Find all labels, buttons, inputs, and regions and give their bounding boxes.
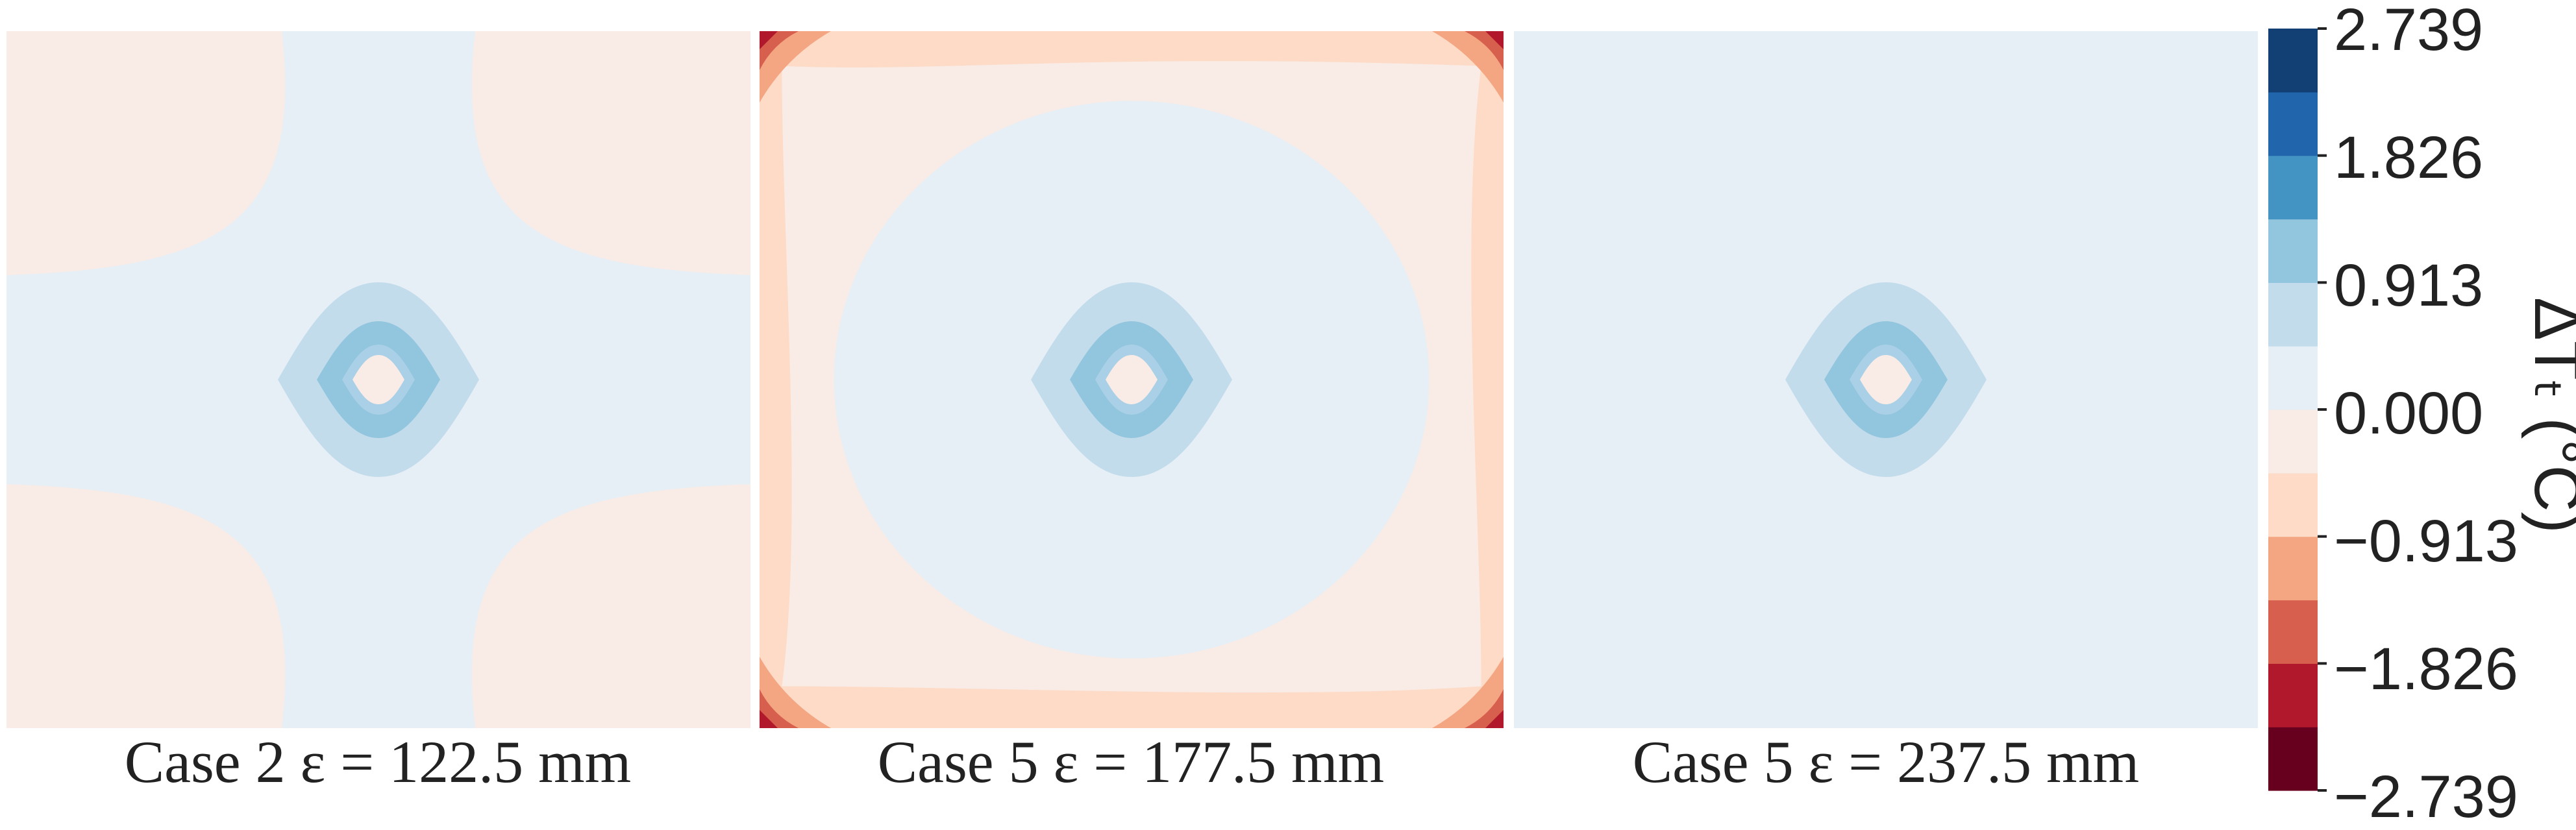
- contour-panel: [1514, 31, 2258, 728]
- contour-corner-band: [1485, 31, 1504, 49]
- colorbar-segment: [2268, 29, 2318, 93]
- colorbar-ticks: 2.739 1.826 0.913 0.000 −0.913 −1.826 −2…: [2334, 0, 2518, 830]
- panel-caption-2: Case 5 ε = 177.5 mm: [878, 729, 1384, 795]
- contour-corner-band: [1432, 657, 1504, 728]
- colorbar-segment: [2268, 346, 2318, 410]
- contour-corner-band: [1465, 31, 1504, 70]
- colorbar-segment: [2268, 600, 2318, 664]
- contour-corner-band: [760, 31, 778, 49]
- colorbar-segment: [2268, 472, 2318, 537]
- colorbar-tick-label: −0.913: [2334, 508, 2518, 574]
- colorbar-segment: [2268, 409, 2318, 474]
- contour-core: [1106, 355, 1158, 404]
- colorbar-segment: [2268, 536, 2318, 601]
- contour-core: [353, 355, 404, 404]
- colorbar-tick-label: 1.826: [2334, 125, 2483, 191]
- panel-caption-3: Case 5 ε = 237.5 mm: [1633, 729, 2139, 795]
- contour-corner-band: [1432, 31, 1504, 103]
- contour-panel: [6, 31, 750, 728]
- colorbar-tick-label: 0.000: [2334, 380, 2483, 446]
- contour-corner-band: [760, 31, 831, 103]
- colorbar-tick-label: −1.826: [2334, 636, 2518, 702]
- contour-corner-band: [1485, 710, 1504, 728]
- contour-panel: [760, 31, 1504, 728]
- colorbar: [2268, 27, 2327, 792]
- contour-corner-band: [760, 689, 799, 728]
- contour-panels: [6, 31, 2258, 728]
- colorbar-tick-label: 0.913: [2334, 252, 2483, 319]
- panel-captions: Case 2 ε = 122.5 mm Case 5 ε = 177.5 mm …: [125, 729, 2139, 795]
- colorbar-label: ΔTₜ (°C): [2521, 297, 2576, 533]
- colorbar-tick-label: −2.739: [2334, 764, 2518, 830]
- colorbar-segment: [2268, 727, 2318, 791]
- contour-core: [1860, 355, 1912, 404]
- panel-caption-1: Case 2 ε = 122.5 mm: [125, 729, 631, 795]
- contour-corner-band: [760, 710, 778, 728]
- contour-corner-band: [1465, 689, 1504, 728]
- colorbar-segment: [2268, 282, 2318, 347]
- contour-corner-band: [760, 657, 831, 728]
- colorbar-segment: [2268, 663, 2318, 727]
- colorbar-tick-label: 2.739: [2334, 0, 2483, 63]
- colorbar-segment: [2268, 155, 2318, 220]
- colorbar-segment: [2268, 92, 2318, 156]
- colorbar-segment: [2268, 219, 2318, 283]
- contour-corner-band: [760, 31, 799, 70]
